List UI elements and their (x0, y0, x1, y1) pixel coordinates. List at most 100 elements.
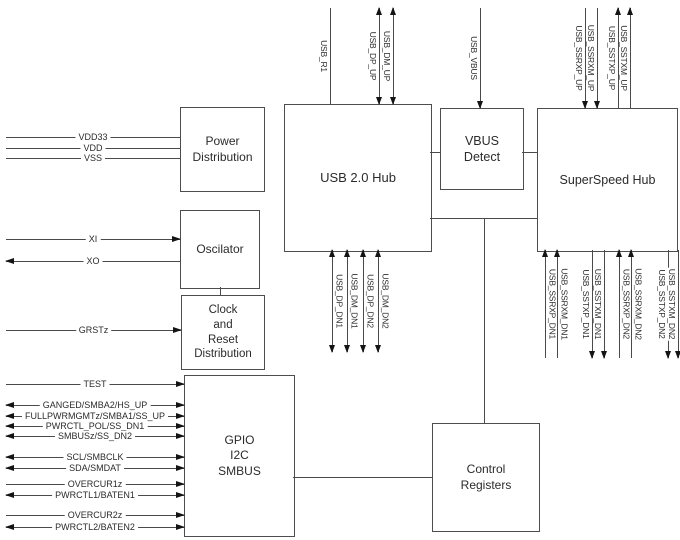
pin-label: USB_DM_UP (382, 29, 392, 83)
arrowhead-left-icon (5, 524, 14, 530)
pin-label: USB_SSTXM_UP (619, 24, 629, 92)
signal-label: PWRCTL2/BATEN2 (52, 522, 138, 532)
wire-bridge-to-control (484, 218, 485, 423)
arrowhead-left-icon (5, 423, 14, 429)
arrowhead-down-icon (477, 101, 483, 109)
pin-label: USB_DM_DN1 (349, 272, 360, 330)
arrowhead-up-icon (376, 7, 382, 15)
arrowhead-down-icon (594, 101, 600, 109)
arrowhead-up-icon (360, 249, 366, 257)
signal-label: PWRCTL_POL/SS_DN1 (42, 421, 148, 431)
pin-label: USB_DP_UP (368, 30, 378, 82)
pin-label: USB_VBUS (469, 35, 479, 81)
arrowhead-up-icon (616, 249, 622, 257)
wire (631, 250, 632, 358)
arrowhead-right-icon (173, 327, 182, 333)
wire (618, 8, 619, 108)
wire (592, 250, 593, 358)
wire (678, 250, 679, 358)
wire (347, 250, 348, 352)
signal-label: TEST (80, 379, 110, 389)
pin-label: USB_DP_DN2 (365, 273, 376, 329)
arrowhead-right-icon (176, 413, 185, 419)
arrowhead-left-icon (5, 465, 14, 471)
pin-label: USB_SSRXM_DN2 (633, 267, 644, 341)
arrowhead-down-icon (589, 351, 595, 359)
arrowhead-up-icon (542, 249, 548, 257)
wire (604, 250, 605, 358)
block-clock-reset-distribution: Clock and Reset Distribution (181, 295, 265, 370)
block-superspeed-hub: SuperSpeed Hub (537, 108, 678, 252)
arrowhead-up-icon (329, 249, 335, 257)
arrowhead-left-icon (5, 413, 14, 419)
pin-label: USB_DP_DN1 (334, 273, 345, 329)
pin-label: USB_DM_DN2 (380, 272, 391, 330)
arrowhead-up-icon (628, 249, 634, 257)
signal-label: PWRCTL1/BATEN1 (52, 490, 138, 500)
wire-osc-to-clock (220, 287, 221, 295)
signal-label: VSS (80, 153, 106, 163)
arrowhead-right-icon (172, 236, 181, 242)
wire-usb2-to-sshub (430, 218, 537, 219)
wire (393, 8, 394, 104)
arrowhead-left-icon (5, 492, 14, 498)
arrowhead-down-icon (329, 345, 335, 353)
arrowhead-up-icon (344, 249, 350, 257)
wire (585, 8, 586, 108)
signal-label: GANGED/SMBA2/HS_UP (39, 400, 151, 410)
arrowhead-right-icon (176, 402, 185, 408)
pin-label: USB_SSTXP_UP (607, 24, 617, 92)
pin-label: USB_SSTXP_DN2 (657, 268, 667, 340)
arrowhead-left-icon (5, 433, 14, 439)
pin-label: USB_SSTXM_DN1 (593, 267, 603, 341)
arrowhead-down-icon (390, 97, 396, 105)
arrowhead-up-icon (627, 7, 633, 15)
arrowhead-down-icon (675, 351, 680, 359)
arrowhead-right-icon (176, 481, 185, 487)
block-usb2-hub: USB 2.0 Hub (284, 104, 432, 252)
arrowhead-down-icon (601, 351, 607, 359)
arrowhead-down-icon (376, 97, 382, 105)
wire (378, 250, 379, 352)
wire (597, 8, 598, 108)
pin-label: USB_SSRXM_DN1 (559, 267, 570, 341)
arrowhead-left-icon (5, 454, 14, 460)
pin-label: USB_R1 (319, 39, 329, 73)
wire (545, 250, 546, 358)
arrowhead-up-icon (390, 7, 396, 15)
pin-label: USB_SSTXM_DN2 (667, 267, 677, 341)
signal-label: SCL/SMBCLK (63, 452, 127, 462)
signal-label: FULLPWRMGMTz/SMBA1/SS_UP (21, 411, 169, 421)
pin-label: USB_SSRXM_UP (586, 23, 596, 93)
arrowhead-right-icon (176, 433, 185, 439)
arrowhead-left-icon (5, 402, 14, 408)
arrowhead-up-icon (554, 249, 560, 257)
signal-label: XI (85, 234, 101, 244)
block-vbus-detect: VBUS Detect (440, 108, 524, 190)
arrowhead-right-icon (176, 524, 185, 530)
arrowhead-down-icon (344, 345, 350, 353)
arrowhead-down-icon (665, 351, 671, 359)
wire (630, 8, 631, 108)
signal-label: GRSTz (75, 325, 112, 335)
signal-label: SDA/SMDAT (66, 463, 124, 473)
wire (363, 250, 364, 352)
block-power-distribution: Power Distribution (180, 107, 265, 192)
wire (557, 250, 558, 358)
pin-label: USB_SSRXP_DN1 (547, 267, 558, 341)
arrowhead-down-icon (375, 345, 381, 353)
arrowhead-down-icon (582, 101, 588, 109)
block-oscilator: Oscilator (180, 210, 260, 289)
wire (379, 8, 380, 104)
arrowhead-left-icon (5, 258, 14, 264)
arrowhead-right-icon (176, 512, 185, 518)
signal-label: VDD (80, 143, 106, 153)
wire (330, 8, 331, 104)
signal-label: XO (83, 256, 103, 266)
arrowhead-right-icon (176, 465, 185, 471)
pin-label: USB_SSRXP_UP (574, 24, 584, 92)
arrowhead-right-icon (176, 454, 185, 460)
arrowhead-up-icon (615, 7, 621, 15)
pin-label: USB_SSRXP_DN2 (621, 267, 632, 341)
